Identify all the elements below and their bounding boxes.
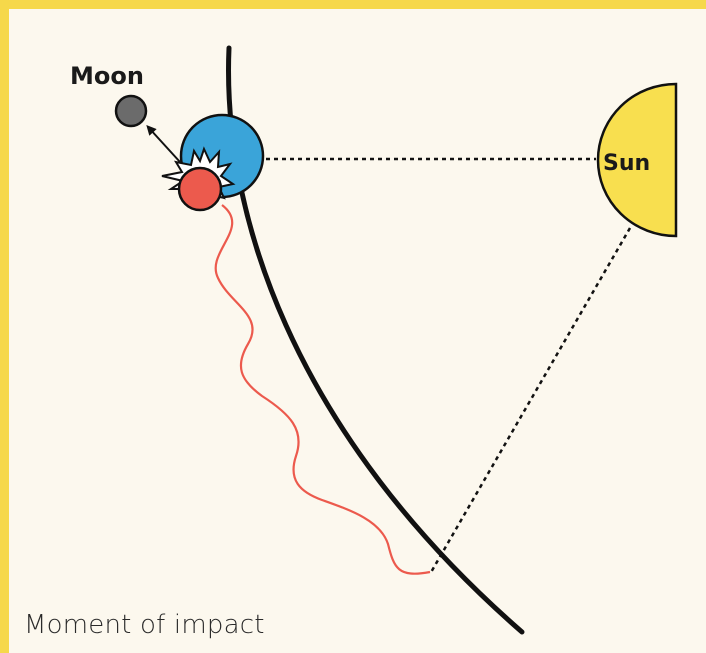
moon-icon [114,94,148,128]
arrow-icon [146,125,181,163]
impactor-icon [177,166,223,212]
sun-label: Sun [603,151,650,176]
caption: Moment of impact [24,610,265,640]
orbit-path [226,45,525,635]
moon-label: Moon [70,62,144,90]
sun-orbit-line [428,227,632,575]
trajectory-path [214,204,431,575]
sun-icon [596,82,678,238]
